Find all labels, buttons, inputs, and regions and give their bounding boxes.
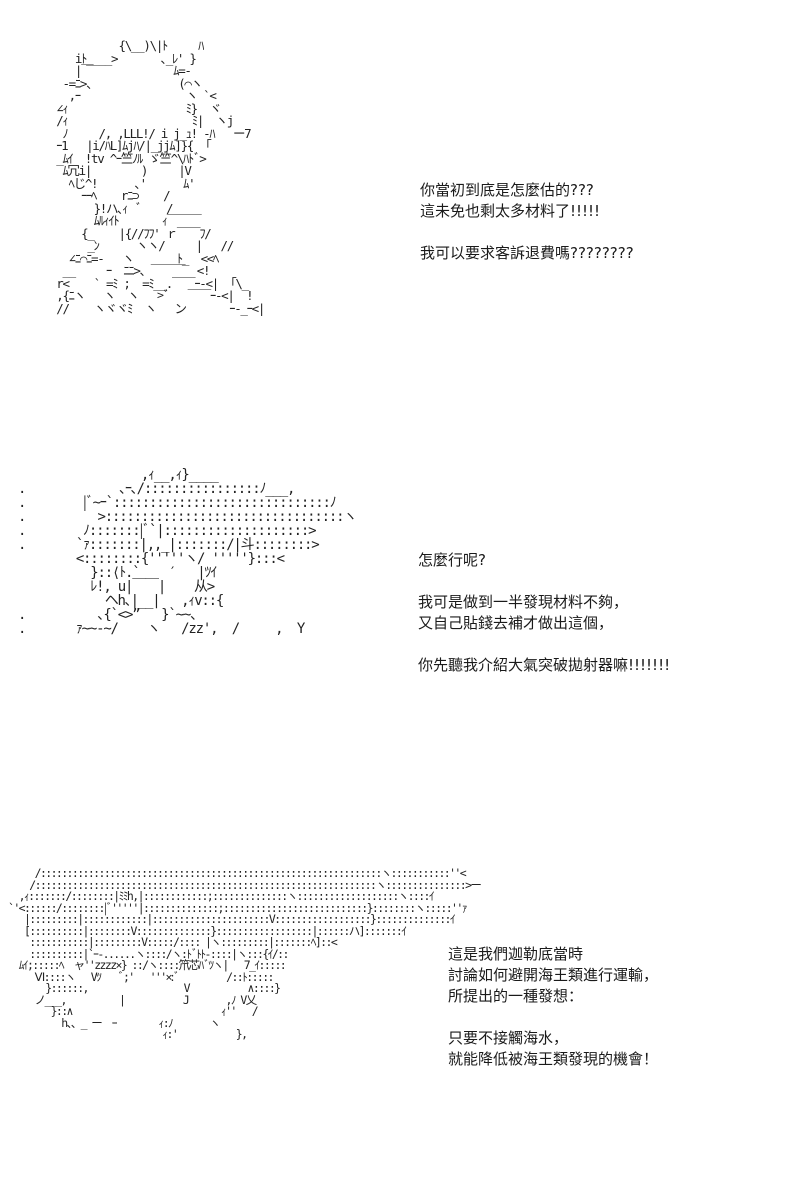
panel-1: {\__)\|ﾄ ﾊ iﾄ____> ､_ﾚ' } |￣ ﾑ=- -=ﾆ>、 (… — [0, 0, 800, 450]
dialogue-text-3: 這是我們迦勒底當時 討論如何避開海王類進行運輸， 所提出的一種發想： 只要不接觸… — [448, 944, 658, 1070]
ascii-art-spiky-hair-character: {\__)\|ﾄ ﾊ iﾄ____> ､_ﾚ' } |￣ ﾑ=- -=ﾆ>、 (… — [56, 38, 265, 316]
dialogue-blank-line — [420, 222, 634, 243]
dialogue-line: 我可以要求客訴退費嗎???????? — [420, 244, 634, 262]
dialogue-blank-line — [448, 1007, 658, 1028]
dialogue-blank-line — [418, 634, 670, 655]
panel-3: /:::::::::::::::::::::::::::::::::::::::… — [0, 820, 800, 1200]
dialogue-line: 討論如何避開海王類進行運輸， — [448, 966, 659, 984]
dialogue-line: 你先聽我介紹大氣突破拋射器嘛!!!!!!! — [418, 656, 671, 674]
dialogue-line: 怎麼行呢? — [418, 551, 486, 569]
dialogue-line: 就能降低被海王類發現的機會！ — [448, 1050, 659, 1068]
dialogue-line: 只要不接觸海水， — [448, 1029, 569, 1047]
dialogue-line: 這未免也剩太多材料了!!!!! — [420, 202, 601, 220]
dialogue-text-2: 怎麼行呢? 我可是做到一半發現材料不夠， 又自己貼錢去補才做出這個， 你先聽我介… — [418, 550, 670, 676]
dialogue-line: 所提出的一種發想： — [448, 987, 584, 1005]
dialogue-line: 你當初到底是怎麼估的??? — [420, 181, 594, 199]
dialogue-blank-line — [418, 571, 670, 592]
dialogue-line: 我可是做到一半發現材料不夠， — [418, 593, 629, 611]
ascii-art-hat-character: ,ｨ__,ｨ}____ . ､ｰ､/::::::::::::::::ﾉ___, … — [18, 467, 357, 637]
dialogue-line: 這是我們迦勒底當時 — [448, 945, 584, 963]
panel-2: ,ｨ__,ｨ}____ . ､ｰ､/::::::::::::::::ﾉ___, … — [0, 450, 800, 820]
dialogue-text-1: 你當初到底是怎麼估的??? 這未免也剩太多材料了!!!!! 我可以要求客訴退費嗎… — [420, 180, 634, 264]
ascii-art-long-hair-character: /:::::::::::::::::::::::::::::::::::::::… — [8, 866, 482, 1041]
dialogue-line: 又自己貼錢去補才做出這個， — [418, 614, 614, 632]
